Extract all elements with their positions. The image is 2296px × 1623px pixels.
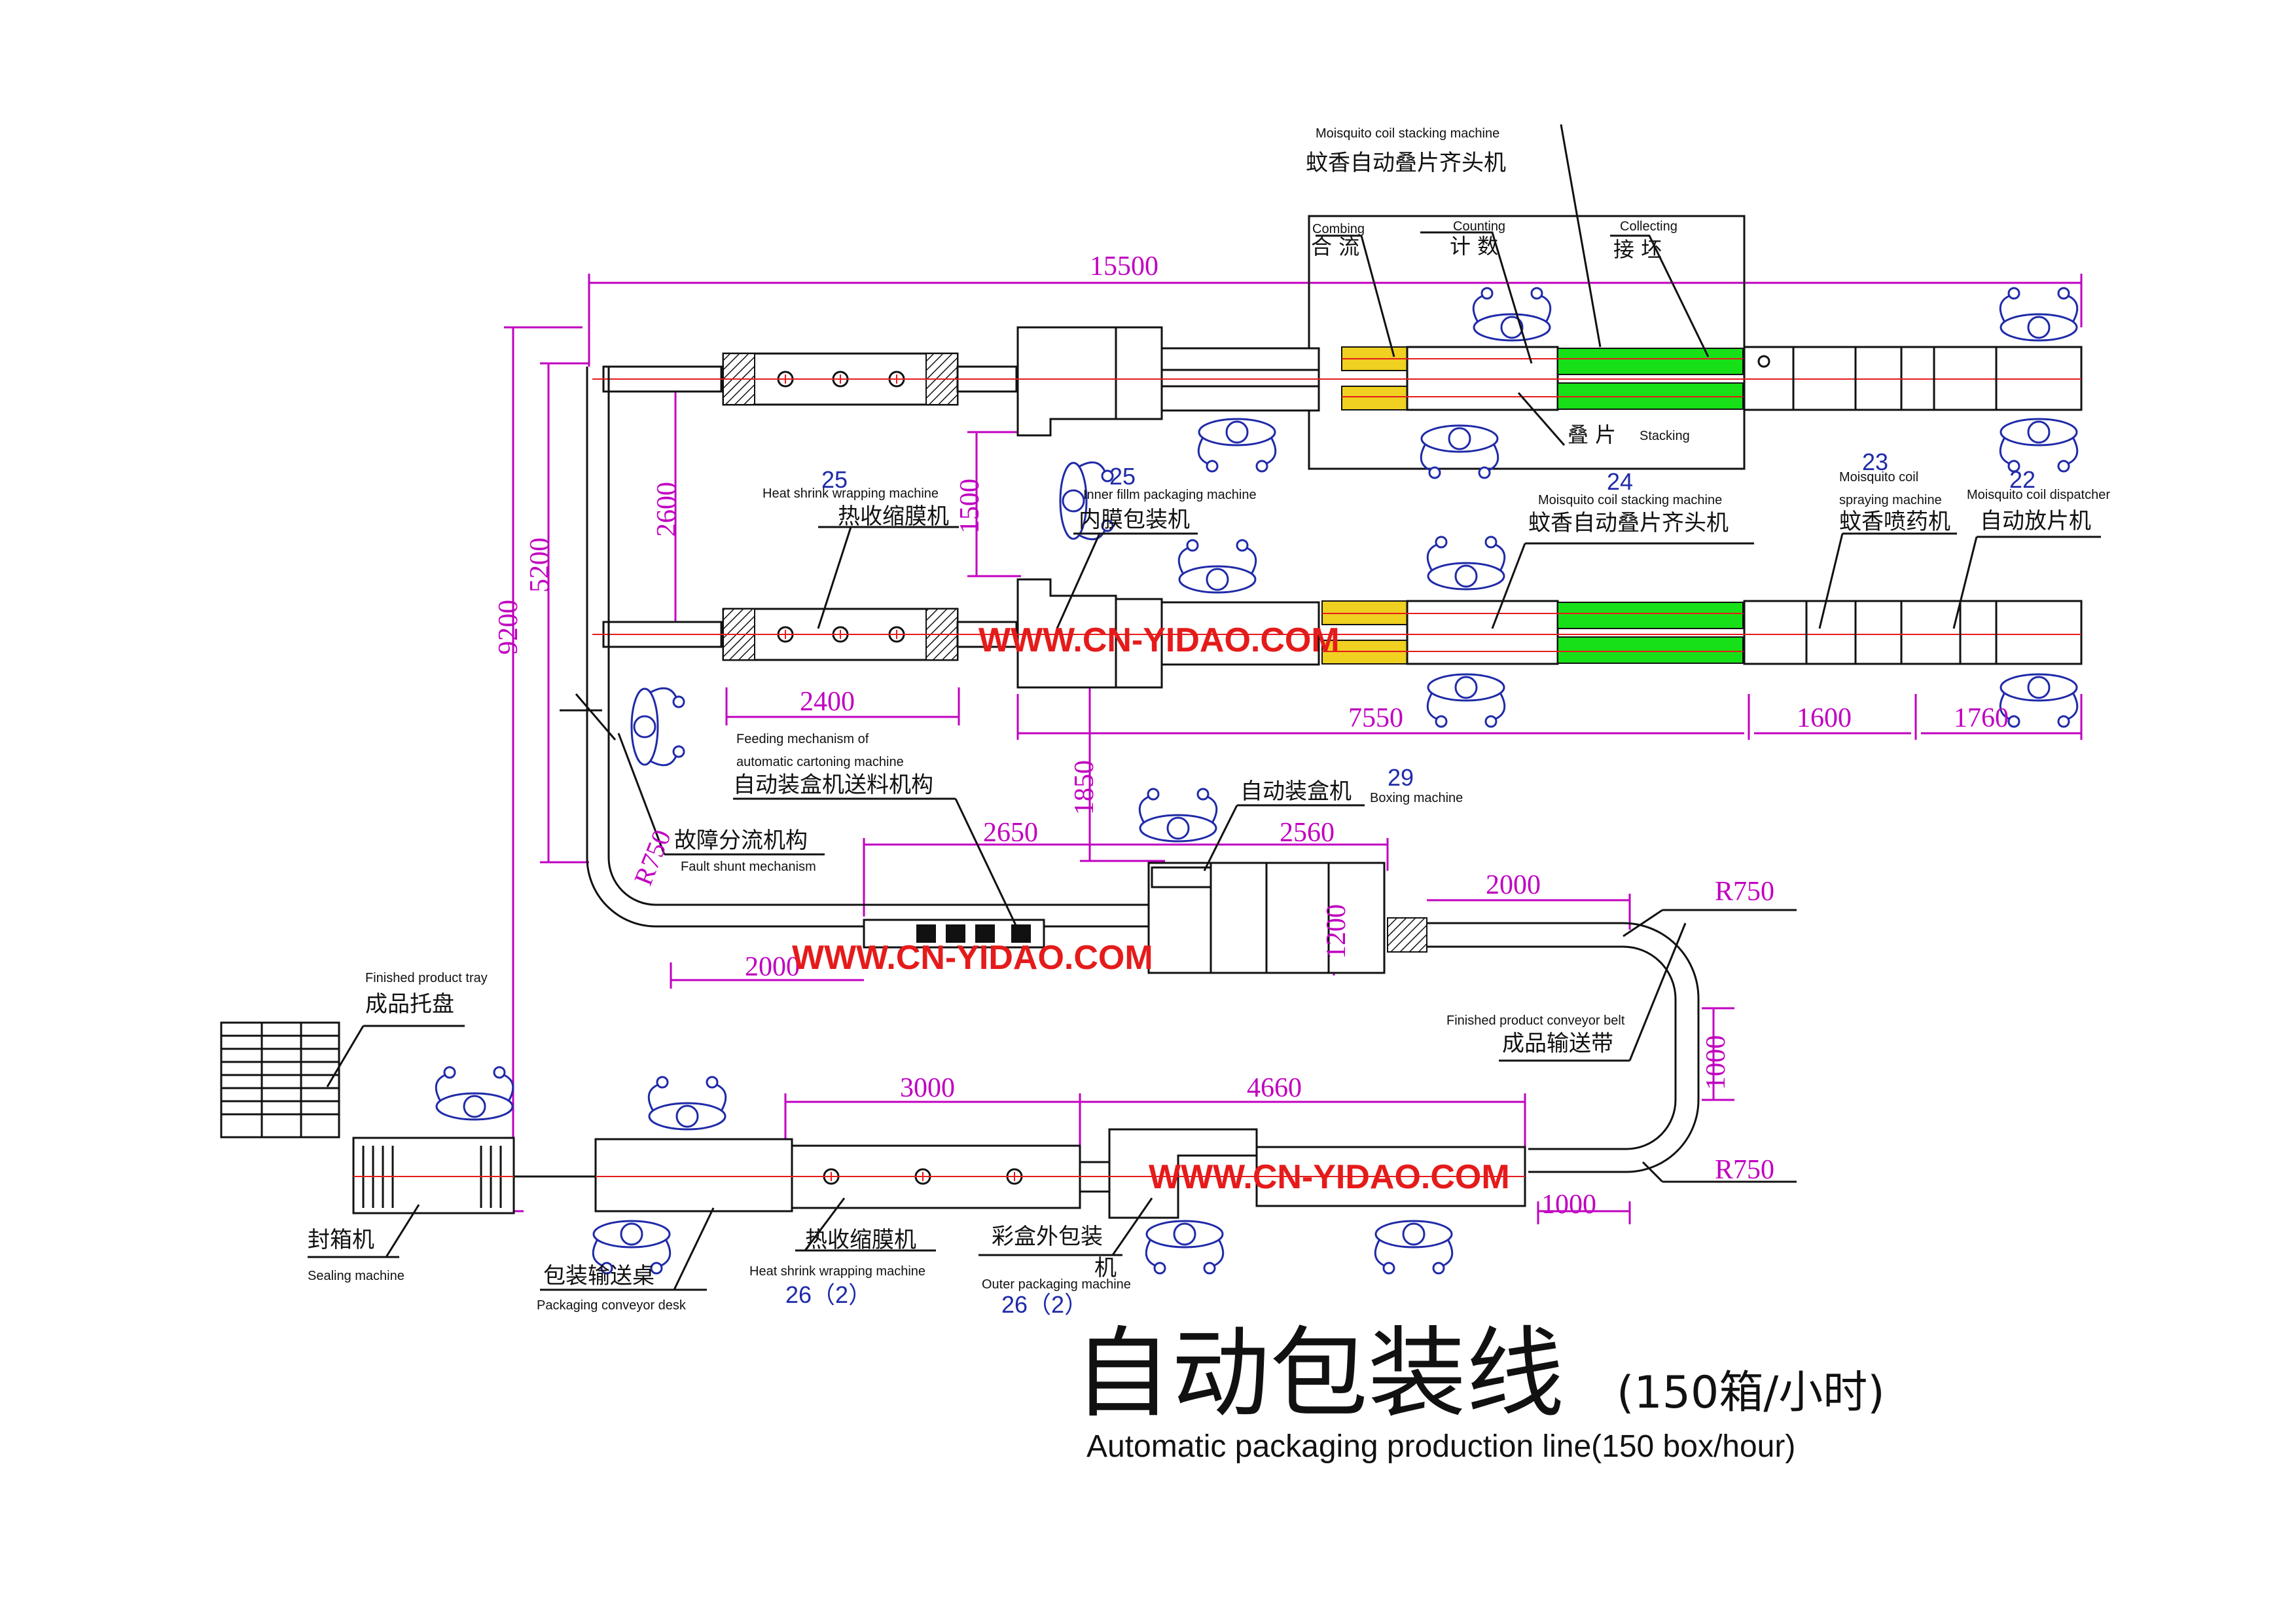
boxing-en: Boxing machine bbox=[1370, 791, 1463, 805]
watermark-1: WWW.CN-YIDAO.COM bbox=[978, 621, 1340, 659]
outer-packaging-en: Outer packaging machine bbox=[982, 1277, 1131, 1292]
heat-shrink-top-num: 25 bbox=[821, 466, 848, 493]
dim-r750-top: R750 bbox=[1715, 877, 1774, 907]
tray-cn: 成品托盘 bbox=[365, 991, 454, 1017]
dim-4660: 4660 bbox=[1247, 1073, 1302, 1103]
dispatcher-en: Moisquito coil dispatcher bbox=[1967, 488, 2110, 502]
fault-shunt-en: Fault shunt mechanism bbox=[681, 860, 816, 874]
outer-packaging-cn1: 彩盒外包装 bbox=[992, 1224, 1103, 1250]
conveyor-belt-en: Finished product conveyor belt bbox=[1446, 1013, 1625, 1028]
boxing-cn: 自动装盒机 bbox=[1240, 778, 1352, 805]
heat-shrink-top-en: Heat shrink wrapping machine bbox=[762, 486, 939, 501]
dim-2000-left: 2000 bbox=[745, 952, 800, 982]
middle-production-line bbox=[592, 578, 2083, 689]
dim-9200: 9200 bbox=[493, 600, 524, 655]
heat-shrink-bottom-en: Heat shrink wrapping machine bbox=[749, 1264, 925, 1279]
bottom-production-line bbox=[220, 1021, 1526, 1219]
dim-1600: 1600 bbox=[1797, 703, 1852, 733]
dim-1500: 1500 bbox=[955, 479, 985, 534]
dim-7550: 7550 bbox=[1348, 703, 1403, 733]
dim-1850: 1850 bbox=[1069, 760, 1100, 815]
stacking-top-en: Moisquito coil stacking machine bbox=[1316, 126, 1499, 141]
dim-1000-vertical: 1000 bbox=[1701, 1035, 1731, 1090]
stacking-bottom-cn: 蚊香自动叠片齐头机 bbox=[1528, 510, 1729, 536]
conveyor-desk-cn: 包装输送桌 bbox=[543, 1263, 655, 1289]
stacking-cn: 叠 片 bbox=[1568, 422, 1616, 447]
title-cn: 自动包装线 bbox=[1073, 1317, 1564, 1431]
stacking-machine-frame bbox=[1308, 215, 1746, 470]
conveyor-belt-cn: 成品输送带 bbox=[1502, 1030, 1613, 1057]
dispatcher-cn: 自动放片机 bbox=[1980, 508, 2091, 534]
stacking-en: Stacking bbox=[1640, 429, 1690, 443]
left-conveyor bbox=[560, 367, 1149, 928]
combing-en: Combing bbox=[1312, 222, 1365, 236]
dim-2400: 2400 bbox=[800, 687, 855, 717]
dim-2560: 2560 bbox=[1280, 818, 1335, 848]
top-production-line bbox=[592, 326, 2083, 437]
title-cn-suffix: (150箱/小时) bbox=[1617, 1367, 1885, 1419]
dim-r750-left: R750 bbox=[628, 826, 677, 889]
heat-shrink-top-cn: 热收缩膜机 bbox=[838, 503, 949, 530]
outer-packaging-num: 26（2） bbox=[1001, 1291, 1088, 1318]
combing-cn: 合 流 bbox=[1311, 234, 1359, 259]
dim-5200: 5200 bbox=[525, 538, 555, 593]
fault-shunt-cn: 故障分流机构 bbox=[674, 828, 808, 854]
sealing-cn: 封箱机 bbox=[308, 1227, 374, 1253]
feeding-cn: 自动装盒机送料机构 bbox=[733, 772, 933, 798]
dim-3000: 3000 bbox=[900, 1073, 955, 1103]
dim-2000-right: 2000 bbox=[1486, 870, 1541, 900]
heat-shrink-bottom-num: 26（2） bbox=[785, 1281, 872, 1308]
dim-2650: 2650 bbox=[983, 818, 1038, 848]
counting-en: Counting bbox=[1453, 219, 1505, 234]
dim-2600: 2600 bbox=[652, 482, 682, 537]
stacking-bottom-num: 24 bbox=[1607, 468, 1633, 495]
stacking-bottom-en: Moisquito coil stacking machine bbox=[1538, 493, 1722, 507]
spraying-cn: 蚊香喷药机 bbox=[1839, 509, 1950, 535]
spraying-num: 23 bbox=[1862, 448, 1888, 475]
spraying-en1: Moisquito coil bbox=[1839, 470, 1918, 484]
dim-1200: 1200 bbox=[1321, 904, 1352, 959]
dim-1760: 1760 bbox=[1954, 703, 2009, 733]
heat-shrink-bottom-cn: 热收缩膜机 bbox=[805, 1227, 916, 1253]
spraying-en2: spraying machine bbox=[1839, 493, 1942, 507]
title-en: Automatic packaging production line(150 … bbox=[1086, 1429, 1795, 1464]
inner-film-en: Inner fillm packaging machine bbox=[1083, 488, 1257, 502]
outer-packaging-cn2: 机 bbox=[1094, 1255, 1117, 1281]
watermark-2: WWW.CN-YIDAO.COM bbox=[792, 939, 1153, 977]
conveyor-desk-en: Packaging conveyor desk bbox=[537, 1298, 687, 1313]
inner-film-cn: 内膜包装机 bbox=[1079, 507, 1190, 533]
feeding-en2: automatic cartoning machine bbox=[736, 755, 904, 769]
dim-1000-horizontal: 1000 bbox=[1541, 1190, 1596, 1220]
dim-r750-bottom: R750 bbox=[1715, 1155, 1774, 1185]
dispatcher-num: 22 bbox=[2009, 466, 2036, 493]
boxing-num: 29 bbox=[1388, 764, 1414, 791]
dim-15500: 15500 bbox=[1090, 251, 1158, 282]
feeding-en1: Feeding mechanism of bbox=[736, 732, 869, 746]
leader-lines bbox=[308, 124, 2101, 1291]
collecting-en: Collecting bbox=[1620, 219, 1677, 234]
collecting-cn: 接 坯 bbox=[1613, 237, 1662, 262]
inner-film-num: 25 bbox=[1109, 463, 1136, 490]
stacking-top-cn: 蚊香自动叠片齐头机 bbox=[1306, 150, 1506, 176]
boxing-area bbox=[863, 862, 1700, 1173]
watermark-3: WWW.CN-YIDAO.COM bbox=[1149, 1158, 1510, 1196]
counting-cn: 计 数 bbox=[1450, 234, 1498, 259]
tray-en: Finished product tray bbox=[365, 971, 488, 985]
sealing-en: Sealing machine bbox=[308, 1269, 404, 1283]
